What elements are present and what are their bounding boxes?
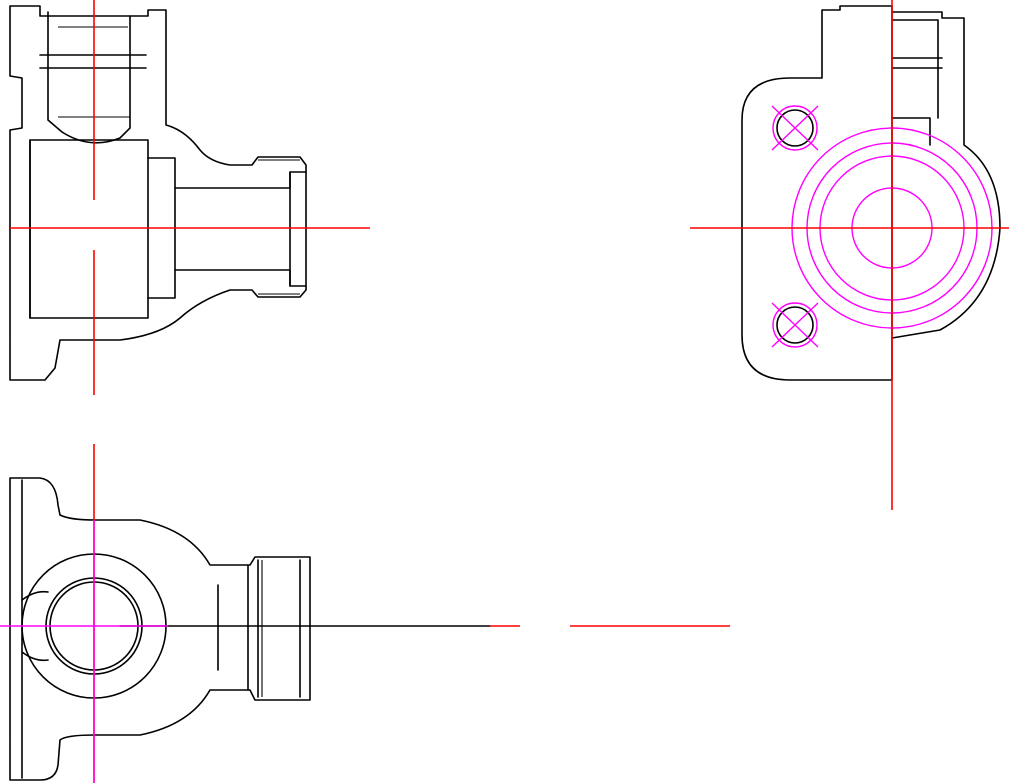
side-body-outline: [741, 5, 1001, 381]
top-boss-cut: [21, 590, 49, 662]
front-body-outline: [9, 5, 307, 381]
side-lower-hole-ring: [772, 302, 818, 348]
side-view: [690, 0, 1009, 510]
front-section-view: [9, 0, 370, 395]
front-main-cavity: [29, 139, 149, 319]
side-lower-hole-cross: [771, 302, 819, 348]
side-upper-hole-cross: [771, 105, 819, 151]
side-lower-hole: [776, 306, 814, 344]
front-top-bore: [47, 11, 131, 144]
side-top-right-bore: [891, 19, 943, 146]
top-view: [0, 444, 730, 783]
top-flange-outline: [9, 477, 311, 781]
side-upper-hole-ring: [772, 105, 818, 151]
side-upper-hole: [776, 109, 814, 147]
front-outlet-bore: [174, 171, 307, 287]
top-outlet-lines: [217, 559, 301, 698]
